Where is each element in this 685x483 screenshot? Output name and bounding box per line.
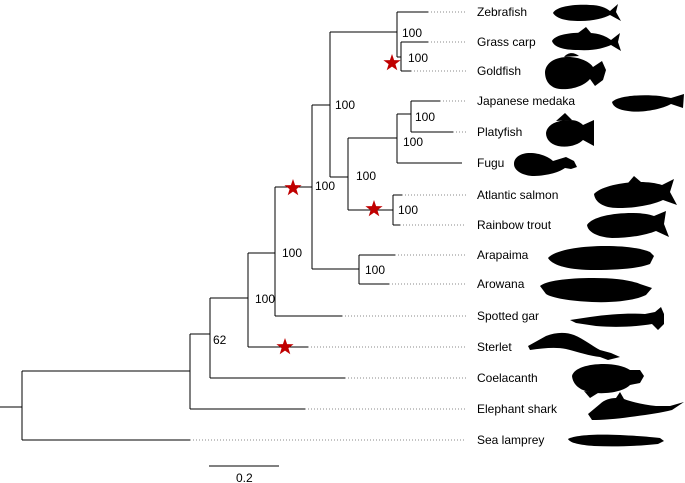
support-medaka-platy: 100 (415, 110, 435, 124)
taxon-label-fugu: Fugu (477, 156, 504, 170)
coelacanth-silhouette (572, 364, 644, 398)
platyfish-silhouette (546, 113, 594, 147)
taxon-label-atlantic-salmon: Atlantic salmon (477, 188, 558, 202)
star-icon (284, 179, 302, 196)
taxon-label-elephant-shark: Elephant shark (477, 402, 558, 416)
taxon-label-spotted-gar: Spotted gar (477, 309, 539, 323)
support-teleosts: 100 (315, 179, 335, 193)
taxon-label-japanese-medaka: Japanese medaka (477, 94, 575, 108)
medaka-silhouette (612, 94, 684, 112)
support-values: 100 100 100 100 100 100 100 100 100 100 … (213, 26, 435, 347)
arowana-silhouette (540, 278, 652, 303)
support-teleost-core: 100 (335, 98, 355, 112)
goldfish-silhouette (545, 53, 606, 90)
support-euteleost: 100 (356, 169, 376, 183)
taxon-label-sterlet: Sterlet (477, 340, 512, 354)
star-icon (276, 338, 294, 355)
star-icon (365, 200, 383, 217)
lamprey-silhouette (568, 434, 664, 447)
fish-silhouettes (514, 4, 684, 447)
support-actinopterygii: 100 (255, 292, 275, 306)
fugu-silhouette (514, 153, 577, 176)
support-percomorph: 100 (403, 135, 423, 149)
star-icon (383, 54, 401, 71)
salmon-silhouette (594, 176, 677, 208)
support-osteichthyes: 62 (213, 333, 227, 347)
tree-branches (0, 11, 462, 441)
leader-lines (190, 11, 466, 441)
taxon-label-arapaima: Arapaima (477, 248, 529, 262)
duplication-markers (276, 54, 401, 355)
taxon-label-coelacanth: Coelacanth (477, 371, 538, 385)
grass-carp-silhouette (552, 27, 621, 51)
taxon-label-goldfish: Goldfish (477, 64, 521, 78)
taxon-label-arowana: Arowana (477, 277, 525, 291)
support-salmonid: 100 (398, 203, 418, 217)
support-osteoglossomorph: 100 (365, 263, 385, 277)
support-grasscarp-goldfish: 100 (408, 51, 428, 65)
support-carp-clade: 100 (402, 26, 422, 40)
taxon-label-rainbow-trout: Rainbow trout (477, 218, 552, 232)
taxon-label-zebrafish: Zebrafish (477, 5, 527, 19)
taxon-label-grass-carp: Grass carp (477, 35, 536, 49)
taxon-labels: Zebrafish Grass carp Goldfish Japanese m… (477, 5, 575, 447)
scale-bar: 0.2 (209, 465, 279, 483)
arapaima-silhouette (548, 246, 654, 270)
shark-silhouette (588, 392, 684, 420)
gar-silhouette (570, 307, 664, 330)
trout-silhouette (587, 211, 669, 238)
zebrafish-silhouette (553, 4, 621, 21)
scale-bar-label: 0.2 (236, 471, 253, 483)
sterlet-silhouette (528, 332, 620, 360)
support-neopterygii: 100 (282, 246, 302, 260)
taxon-label-sea-lamprey: Sea lamprey (477, 433, 544, 447)
taxon-label-platyfish: Platyfish (477, 125, 522, 139)
